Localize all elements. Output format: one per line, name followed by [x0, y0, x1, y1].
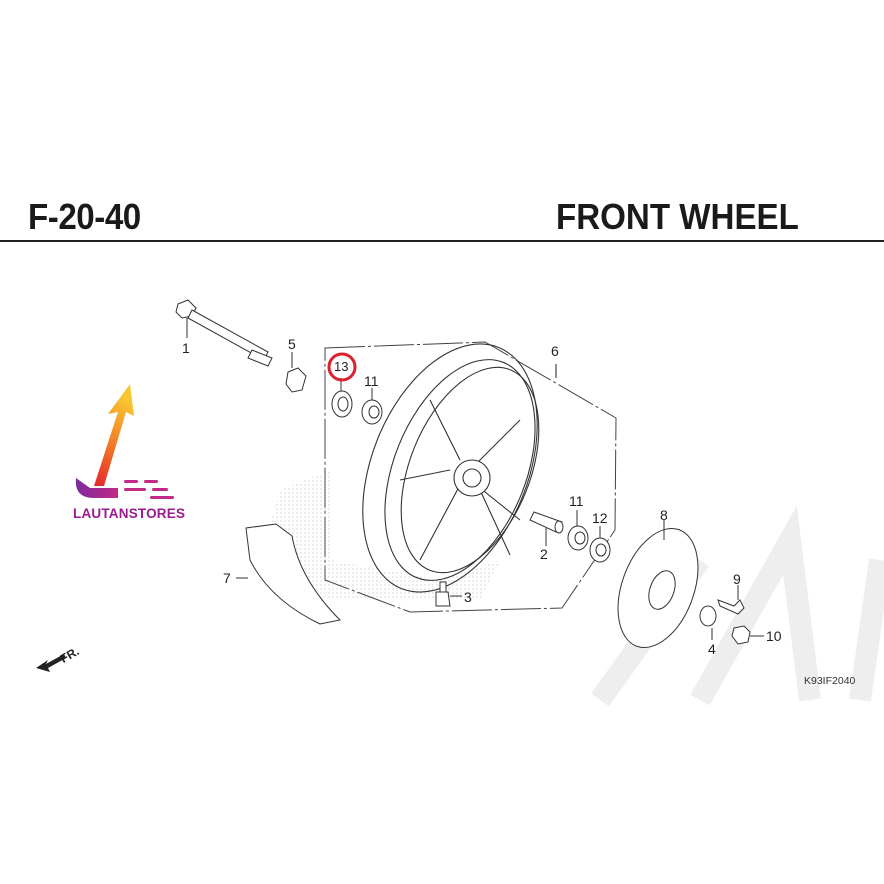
- callout-2[interactable]: 2: [540, 546, 548, 562]
- section-code: F-20-40: [28, 196, 141, 237]
- reference-code: K93IF2040: [804, 675, 856, 687]
- highlight-ring: [327, 352, 357, 382]
- valve-stem-icon: [435, 581, 462, 607]
- brand-name: LAUTANSTORES: [73, 506, 186, 521]
- brake-disc-icon: [617, 520, 699, 649]
- callout-13[interactable]: 13: [334, 359, 349, 374]
- axle-bolt-icon: [175, 299, 273, 367]
- callout-7[interactable]: 7: [223, 570, 231, 586]
- callout-10[interactable]: 10: [766, 628, 782, 644]
- collar-5-icon: [285, 352, 307, 393]
- callout-11-right[interactable]: 11: [569, 493, 584, 509]
- hardware-icons: [699, 585, 764, 645]
- bearing-11-left-icon: [361, 388, 383, 425]
- header-divider: [0, 240, 884, 242]
- callout-5[interactable]: 5: [288, 336, 296, 352]
- callout-3[interactable]: 3: [464, 589, 472, 605]
- shading: [260, 470, 500, 600]
- page-title: FRONT WHEEL: [556, 196, 799, 237]
- assembly-box: [324, 341, 617, 613]
- brand-logo-icon: [75, 384, 174, 499]
- oil-seal-13-icon: [331, 378, 353, 418]
- callout-9[interactable]: 9: [733, 571, 741, 587]
- front-direction-arrow-icon: [36, 654, 66, 672]
- wheel-rim-icon: [362, 343, 557, 593]
- distance-collar-icon: [529, 511, 564, 546]
- dust-seal-12-icon: [589, 526, 611, 563]
- callout-1[interactable]: 1: [182, 340, 190, 356]
- bearing-11-right-icon: [567, 510, 589, 551]
- callout-6[interactable]: 6: [551, 343, 559, 359]
- callout-12[interactable]: 12: [592, 510, 608, 526]
- callout-8[interactable]: 8: [660, 507, 668, 523]
- callout-11-left[interactable]: 11: [364, 373, 379, 389]
- tire-icon: [236, 523, 342, 625]
- callout-4[interactable]: 4: [708, 641, 716, 657]
